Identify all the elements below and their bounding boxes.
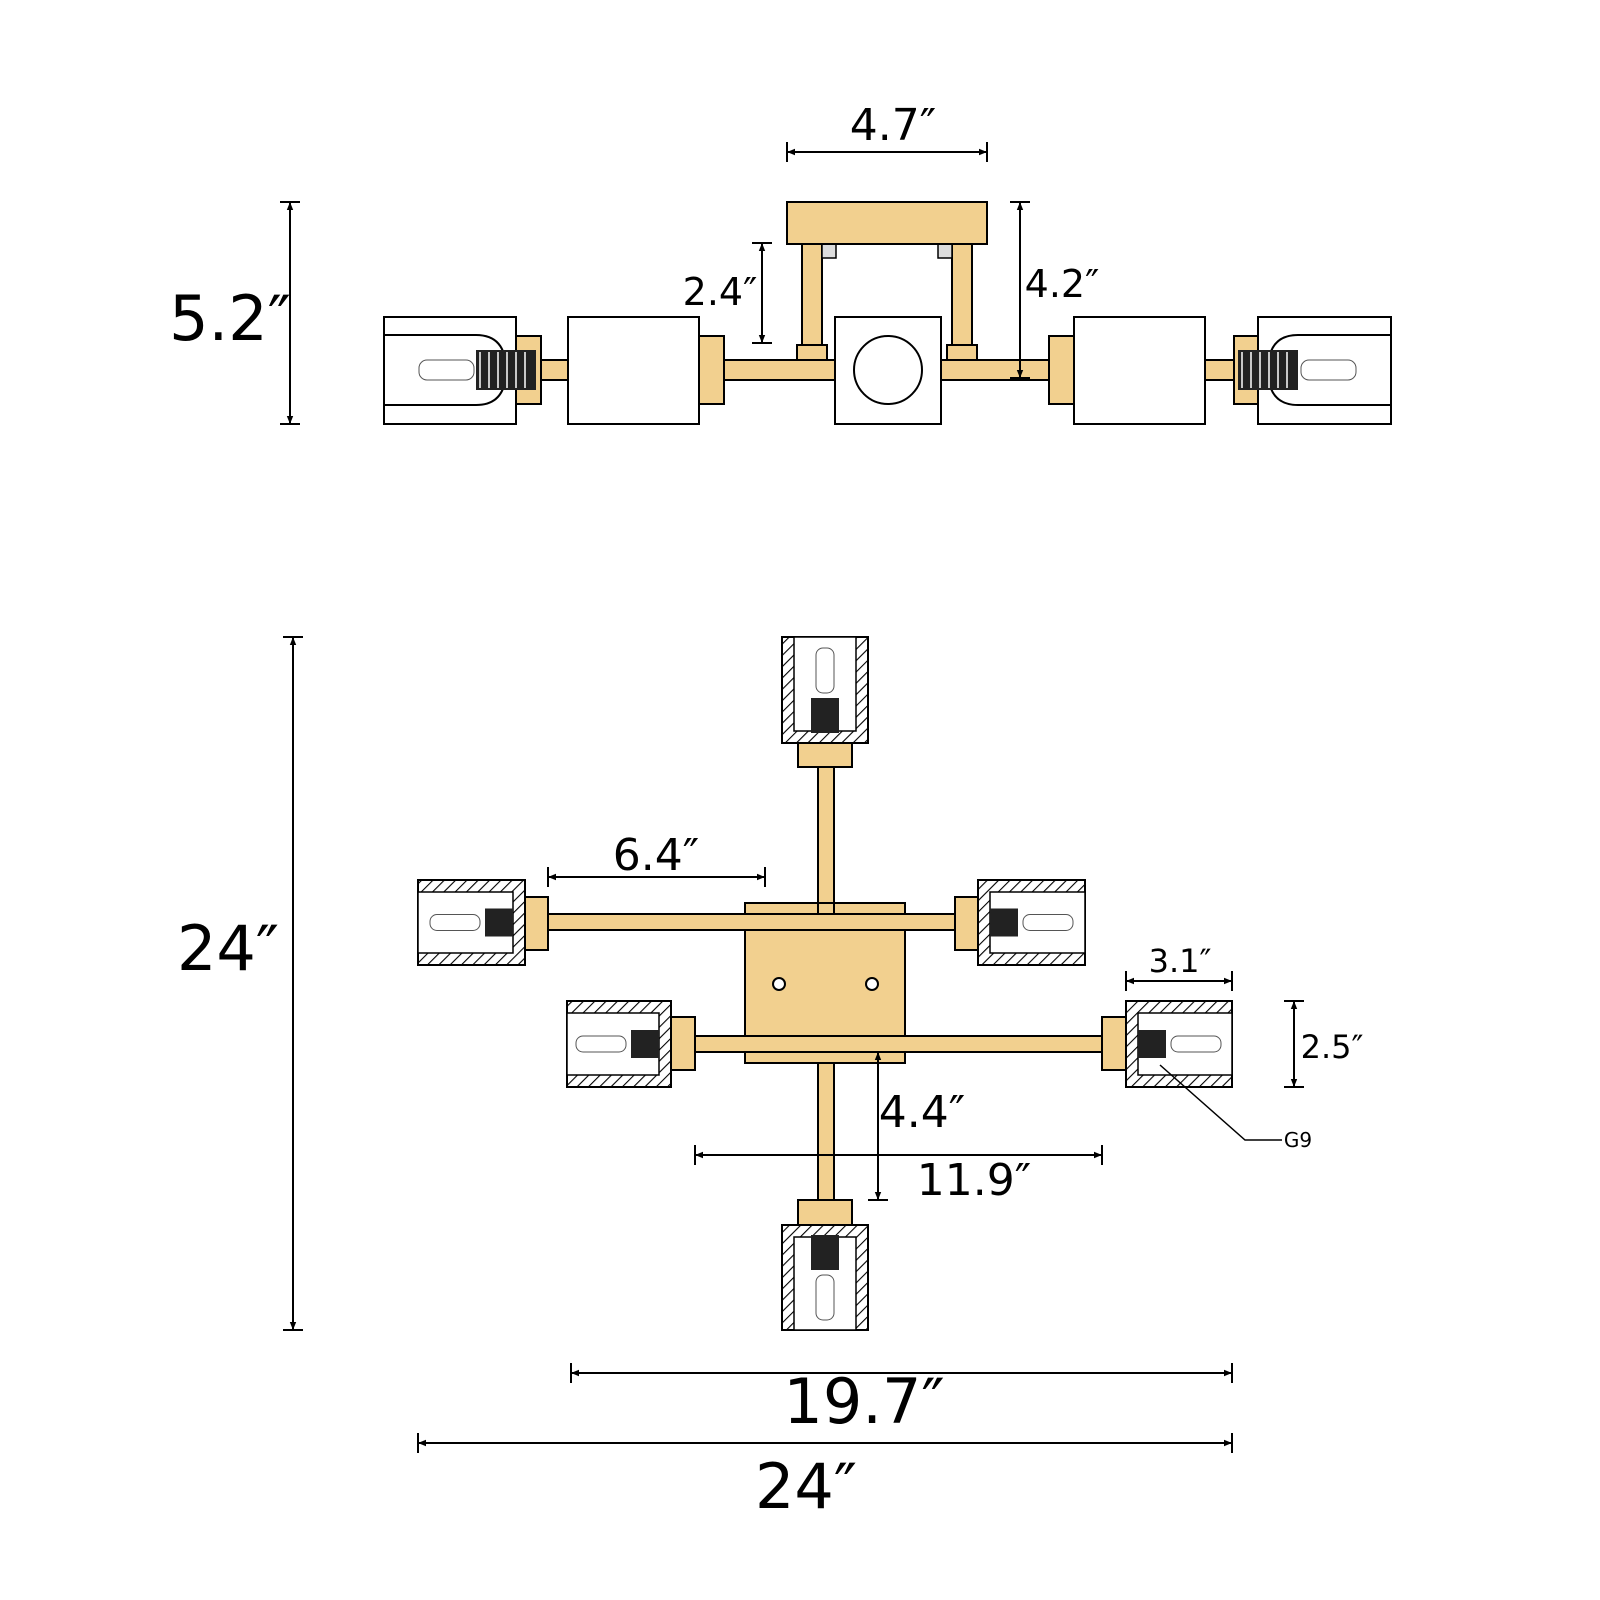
- socket-plate: [954, 896, 979, 951]
- socket-icon: [631, 1030, 659, 1058]
- center-globe: [853, 335, 923, 405]
- rod-cap: [796, 344, 828, 361]
- dim-shade-width: 3.1″: [1149, 942, 1212, 980]
- dim-shade-height: 2.5″: [1301, 1028, 1364, 1066]
- dim-arm-offset: 4.4″: [879, 1087, 965, 1138]
- mount-hole: [772, 977, 786, 991]
- dim-overall-height: 5.2″: [169, 282, 291, 355]
- socket-icon: [476, 350, 536, 390]
- bulb-type-label: G9: [1284, 1128, 1312, 1152]
- socket-icon: [811, 1235, 839, 1270]
- socket-icon: [1238, 350, 1298, 390]
- socket-plate: [1101, 1016, 1127, 1071]
- socket-plate: [797, 1199, 853, 1226]
- dim-overall-width: 24″: [755, 1450, 857, 1523]
- socket-icon: [811, 698, 839, 733]
- socket-plate: [698, 335, 725, 405]
- bulb-icon: [1170, 1035, 1222, 1053]
- lower-arm: [694, 1035, 1103, 1053]
- dim-rod-height: 2.4″: [683, 270, 758, 314]
- glass-shade: [567, 316, 700, 425]
- vertical-arm-joint: [817, 902, 835, 915]
- bulb-icon: [418, 359, 475, 381]
- dim-arm-reach: 6.4″: [613, 830, 699, 881]
- g9-leader-line: [1159, 1064, 1282, 1141]
- socket-plate: [670, 1016, 696, 1071]
- fixture-shapes: [383, 201, 1392, 1331]
- socket-plate: [797, 742, 853, 768]
- dim-canopy-to-arm: 4.2″: [1025, 262, 1100, 306]
- screw: [937, 243, 953, 259]
- dim-canopy-width: 4.7″: [850, 100, 936, 151]
- rod-cap: [946, 344, 978, 361]
- socket-icon: [990, 908, 1018, 937]
- bulb-socket: [384, 334, 536, 406]
- dim-mid-span: 19.7″: [783, 1365, 944, 1438]
- bulb-icon: [429, 914, 481, 931]
- glass-shade: [1073, 316, 1206, 425]
- dim-overall-depth: 24″: [177, 912, 279, 985]
- bulb-icon: [575, 1035, 627, 1053]
- canopy: [786, 201, 988, 245]
- bulb-icon: [815, 1274, 835, 1321]
- bulb-socket: [1238, 334, 1391, 406]
- canopy-rod: [801, 243, 823, 361]
- upper-arm: [547, 913, 956, 931]
- bulb-icon: [1300, 359, 1357, 381]
- canopy-rod: [951, 243, 973, 361]
- screw: [821, 243, 837, 259]
- socket-icon: [485, 908, 513, 937]
- dim-inner-span: 11.9″: [917, 1155, 1031, 1206]
- socket-plate: [1048, 335, 1075, 405]
- bulb-icon: [815, 647, 835, 694]
- bulb-icon: [1022, 914, 1074, 931]
- socket-plate: [524, 896, 549, 951]
- socket-icon: [1138, 1030, 1166, 1058]
- dimension-lines: [280, 142, 1304, 1453]
- mount-hole: [865, 977, 879, 991]
